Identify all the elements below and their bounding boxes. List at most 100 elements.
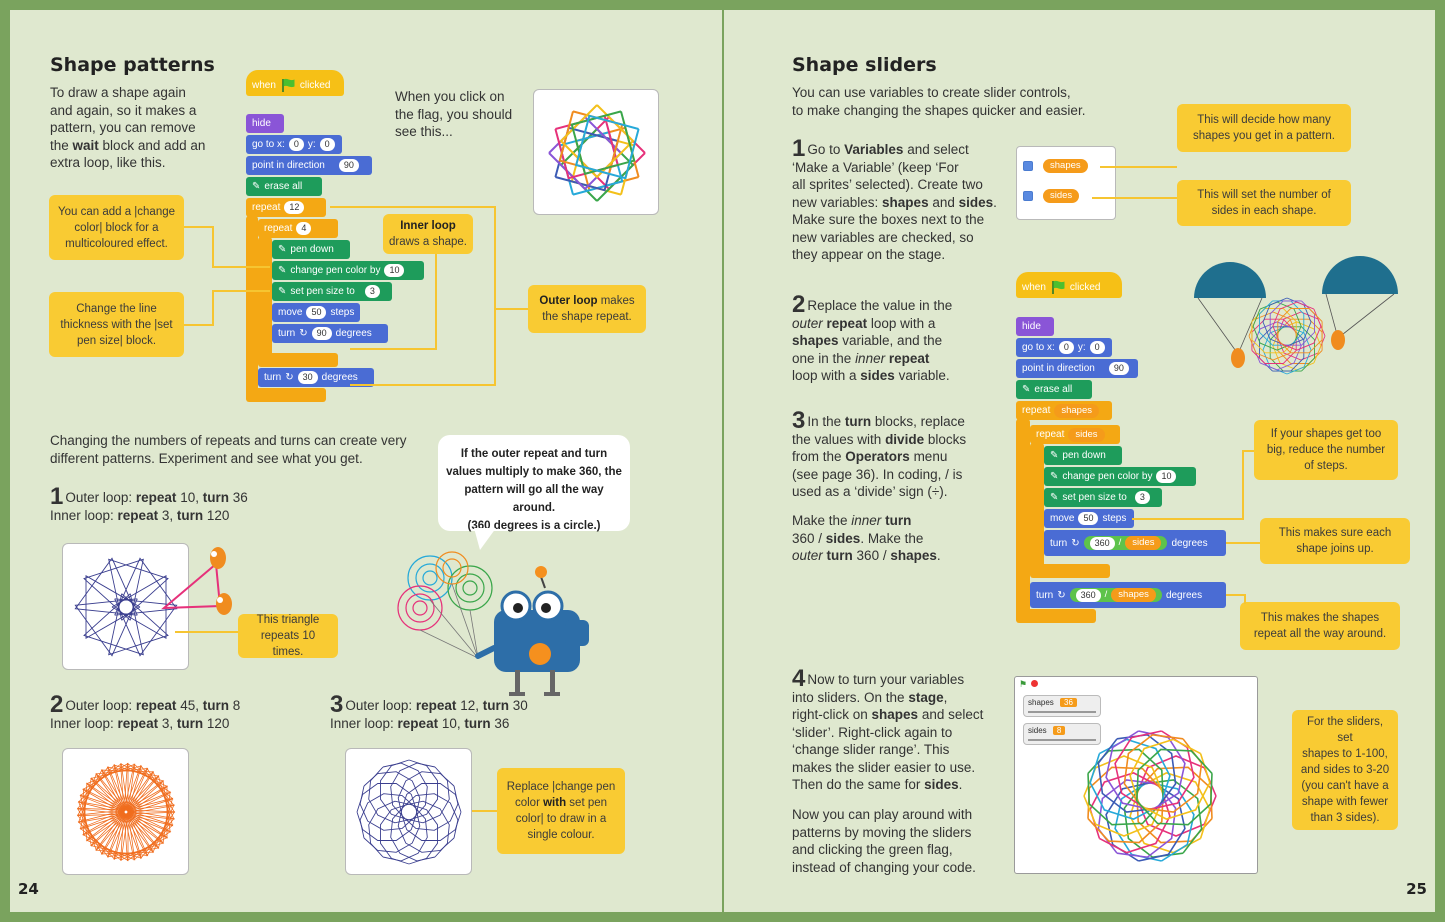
connector-line — [212, 266, 270, 268]
erase-all-block[interactable]: ✎erase all — [1016, 380, 1092, 399]
divide-operator-block[interactable]: 360/sides — [1083, 536, 1168, 550]
scratch-stage: ⚑ shapes 36 sides 8 — [1014, 676, 1258, 874]
pen-icon: ✎ — [1050, 471, 1059, 482]
sides-slider-monitor[interactable]: sides 8 — [1023, 723, 1101, 745]
pattern-stroke — [1272, 301, 1322, 351]
pen-icon: ✎ — [1022, 384, 1031, 395]
shapes-slider-track[interactable] — [1028, 711, 1096, 713]
pattern-stroke — [1259, 326, 1305, 372]
pattern-stroke — [122, 809, 176, 857]
pen-icon: ✎ — [278, 265, 287, 276]
shapes-checkbox[interactable] — [1023, 161, 1033, 171]
pattern-stroke — [397, 771, 459, 831]
connector-line — [494, 308, 528, 310]
sides-slider-track[interactable] — [1028, 739, 1096, 741]
shapes-slider-monitor[interactable]: shapes 36 — [1023, 695, 1101, 717]
pattern-stroke — [74, 598, 138, 657]
pen-down-block[interactable]: ✎pen down — [1044, 446, 1122, 465]
outer-repeat-mouth — [1016, 419, 1030, 617]
parachute-bugs-illustration — [1194, 256, 1398, 375]
turn-clockwise-icon: ↻ — [1071, 537, 1080, 549]
pattern-stroke — [108, 558, 169, 621]
turn-clockwise-icon: ↻ — [299, 328, 308, 339]
when-flag-clicked-block[interactable]: when clicked — [246, 70, 344, 96]
pattern-stroke — [121, 791, 171, 845]
pen-icon: ✎ — [278, 286, 287, 297]
pattern-stroke — [122, 808, 174, 861]
speech-bubble-tail — [474, 528, 496, 550]
inner-turn-block[interactable]: turn↻ 360/sides degrees — [1044, 530, 1226, 556]
pattern-stroke — [1251, 318, 1297, 364]
pattern-stroke — [380, 803, 438, 865]
connector-line — [350, 348, 437, 350]
pattern-stroke — [1277, 318, 1323, 364]
page-number: 24 — [18, 880, 39, 898]
hide-block[interactable]: hide — [246, 114, 284, 133]
pen-icon: ✎ — [1050, 492, 1059, 503]
green-flag-icon — [1052, 280, 1065, 294]
pattern-stroke — [121, 804, 175, 854]
square-pattern-drawing — [548, 104, 646, 202]
sides-variable[interactable]: sides — [1043, 189, 1080, 203]
pattern-stroke — [76, 809, 130, 858]
pattern-stroke — [1259, 300, 1305, 346]
outer-turn-block[interactable]: turn↻ 360/shapes degrees — [1030, 582, 1226, 608]
pen-down-block[interactable]: ✎pen down — [272, 240, 350, 259]
pattern-stroke — [1251, 308, 1297, 354]
hide-block[interactable]: hide — [1016, 317, 1054, 336]
inner-repeat-mouth — [1030, 443, 1044, 571]
outer-repeat-end — [1016, 609, 1096, 623]
connector-line — [494, 206, 496, 386]
pattern-stroke — [390, 800, 450, 862]
outer-repeat-end — [246, 388, 326, 402]
triangle-pattern-drawing — [74, 557, 178, 657]
pattern-stroke — [77, 764, 130, 816]
divide-operator-block[interactable]: 360/shapes — [1069, 588, 1162, 602]
sides-checkbox[interactable] — [1023, 191, 1033, 201]
turn-clockwise-icon: ↻ — [1057, 589, 1066, 601]
intro-text: You can use variables to create slider c… — [792, 85, 1086, 118]
pattern-stroke — [114, 598, 178, 657]
pattern-stroke — [1129, 738, 1211, 820]
shapes-variable[interactable]: shapes — [1043, 159, 1088, 173]
stop-icon[interactable] — [1031, 680, 1038, 687]
pattern-stroke — [77, 772, 131, 823]
connector-line — [212, 290, 270, 292]
outer-repeat-mouth — [246, 216, 258, 394]
pattern-stroke — [359, 771, 421, 831]
erase-all-block[interactable]: ✎erase all — [246, 177, 322, 196]
pattern-stroke — [121, 770, 175, 820]
stage-pattern-drawing — [1083, 730, 1217, 862]
green-flag-icon[interactable]: ⚑ — [1019, 679, 1028, 689]
example-3-thumbnail — [345, 748, 472, 875]
when-flag-clicked-block[interactable]: when clicked — [1016, 272, 1122, 298]
experiment-text: Changing the numbers of repeats and turn… — [50, 433, 407, 466]
connector-line — [1100, 166, 1177, 168]
